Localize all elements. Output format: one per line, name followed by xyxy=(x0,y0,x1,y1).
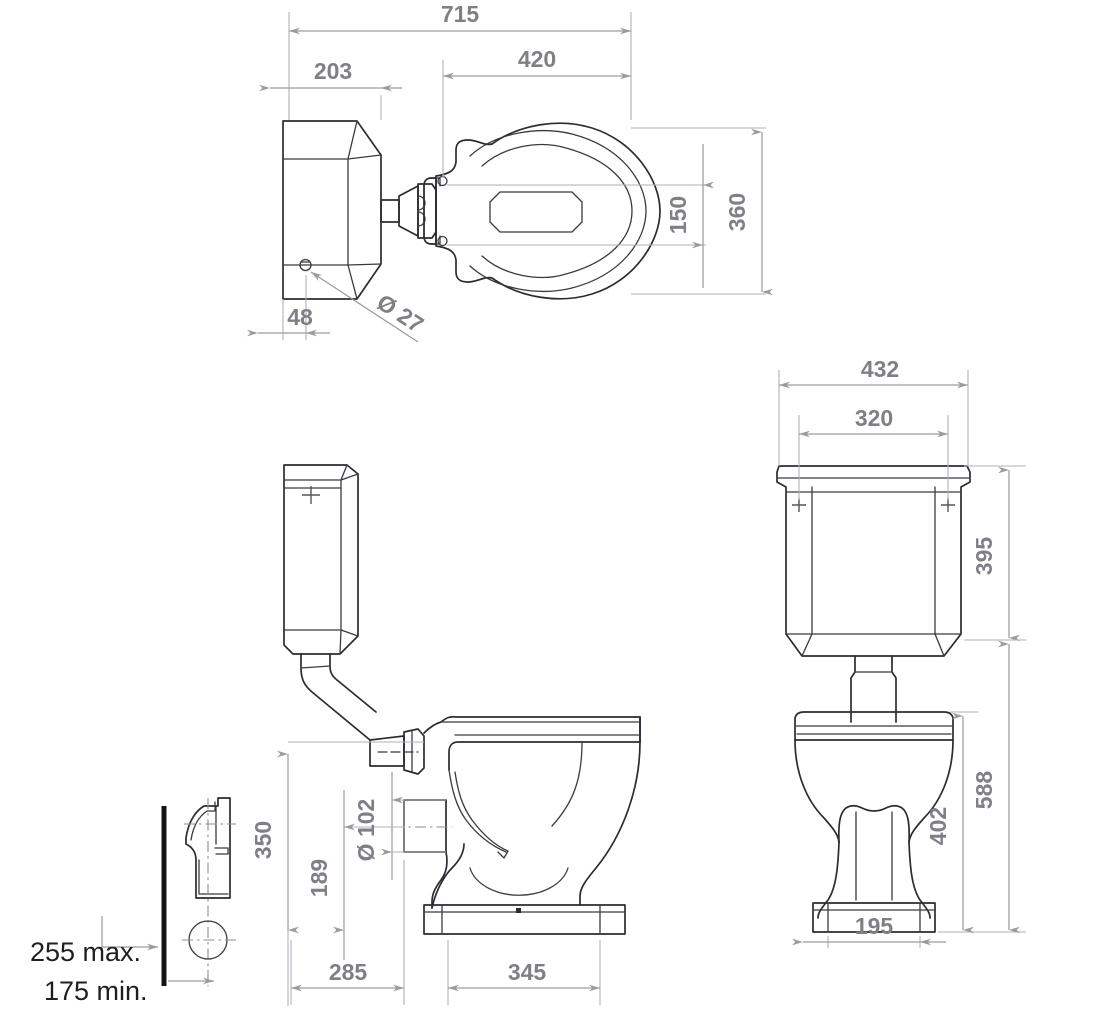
side-pan-outline xyxy=(403,715,641,935)
dim-255-max-leader xyxy=(101,916,158,951)
dim-label-715: 715 xyxy=(441,1,480,27)
dim-402: 402 xyxy=(925,711,978,934)
dim-label-203: 203 xyxy=(314,58,352,84)
dim-label-285: 285 xyxy=(329,959,368,985)
dim-588: 588 xyxy=(938,639,1026,934)
dim-150: 150 xyxy=(447,144,714,288)
front-flush-pipe xyxy=(850,655,897,723)
dim-label-360: 360 xyxy=(724,193,750,231)
dim-dia-102: Ø 102 xyxy=(353,772,446,880)
dim-label-432: 432 xyxy=(861,356,899,382)
dim-label-588: 588 xyxy=(971,771,997,810)
dim-285: 285 xyxy=(290,860,405,1005)
plan-cistern-outline xyxy=(282,120,382,300)
note-255-max: 255 max. xyxy=(30,937,141,967)
dim-label-395: 395 xyxy=(971,537,997,576)
dim-label-195: 195 xyxy=(855,913,894,939)
dim-label-350: 350 xyxy=(250,821,276,859)
dim-350: 350 xyxy=(250,741,424,1006)
plan-pan-outline xyxy=(423,122,661,300)
dim-203: 203 xyxy=(259,58,402,120)
plan-inlet-boss xyxy=(299,258,312,272)
dim-395: 395 xyxy=(964,465,1026,642)
front-cistern-outline xyxy=(776,465,971,657)
plan-flush-connector xyxy=(380,177,441,245)
side-pan-connector xyxy=(369,728,425,775)
plan-view-group: 715 420 203 xyxy=(247,1,773,343)
side-elevation-group: 350 189 Ø 102 xyxy=(250,464,641,1006)
side-base-hole xyxy=(516,908,521,913)
dim-189: 189 xyxy=(306,790,404,960)
note-175-min: 175 min. xyxy=(44,976,148,1006)
dim-label-402: 402 xyxy=(925,807,951,845)
dim-320: 320 xyxy=(798,405,949,500)
dim-dia-27: Ø 27 xyxy=(310,271,428,343)
detail-connector-profile xyxy=(185,797,231,899)
dim-195: 195 xyxy=(792,913,946,948)
dim-label-150: 150 xyxy=(665,196,691,234)
dim-label-48: 48 xyxy=(287,304,313,330)
dim-label-420: 420 xyxy=(518,46,556,72)
dim-360: 360 xyxy=(631,127,773,296)
dim-48: 48 xyxy=(247,275,330,340)
wall-clearance-detail-group: 255 max. 175 min. xyxy=(30,797,236,1006)
dim-432: 432 xyxy=(778,356,969,466)
dim-345: 345 xyxy=(447,940,601,1005)
dim-715: 715 xyxy=(288,1,632,120)
dim-420: 420 xyxy=(442,46,632,178)
dim-label-dia-102: Ø 102 xyxy=(353,799,379,862)
dim-label-189: 189 xyxy=(306,859,332,897)
side-flush-pipe xyxy=(300,653,377,741)
dim-label-345: 345 xyxy=(508,959,547,985)
front-elevation-group: 432 320 395 588 xyxy=(776,356,1026,948)
dim-label-320: 320 xyxy=(855,405,893,431)
side-cistern-outline xyxy=(283,464,359,655)
